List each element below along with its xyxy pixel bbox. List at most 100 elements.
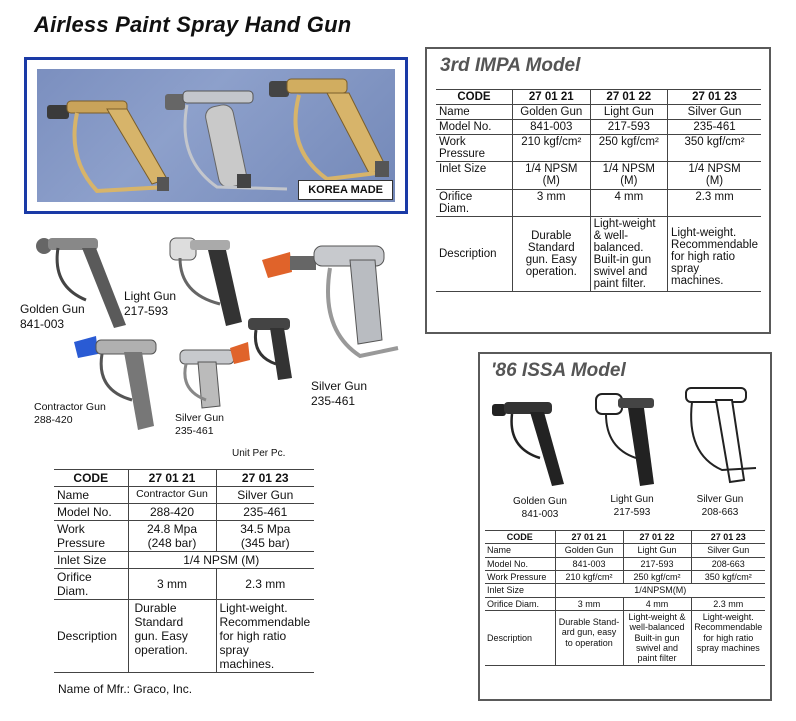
row-label-line: Work	[57, 522, 85, 536]
row-label: Model No.	[54, 503, 129, 521]
row-label: Model No.	[485, 556, 556, 571]
desc-line: Built-in gun	[634, 632, 680, 643]
contractor-spec-table: CODE 27 01 21 27 01 23 Name Contractor G…	[54, 469, 314, 673]
cell-line: 34.5 Mpa	[240, 522, 291, 536]
desc-line: for high ratio spray	[219, 629, 287, 657]
desc-line: well-balanced	[629, 622, 685, 633]
cell: Light Gun	[623, 543, 692, 558]
silver-gun-big-illustration	[262, 245, 399, 359]
desc-line: Built-in gun	[593, 254, 652, 266]
desc-line: Durable	[531, 230, 572, 242]
row-label: Name	[485, 543, 556, 558]
cell: 3 mm	[128, 568, 217, 600]
caption-name: Silver Gun	[696, 494, 744, 505]
cell: Silver Gun	[667, 104, 761, 120]
row-label: Name	[54, 486, 129, 504]
impa-spec-table: CODE 27 01 21 27 01 22 27 01 23 Name Gol…	[436, 89, 761, 292]
cell: 250 kgf/cm²	[623, 570, 692, 584]
contractor-gun-illustration	[74, 336, 157, 430]
header-col3: 27 01 23	[667, 89, 761, 105]
desc-line: to operation	[565, 637, 613, 648]
cell-line: 1/4 NPSM	[525, 163, 578, 175]
caption-model: 217-593	[613, 506, 651, 518]
cell: Silver Gun	[691, 543, 765, 558]
page-title: Airless Paint Spray Hand Gun	[34, 12, 352, 37]
row-label: Description	[54, 599, 129, 673]
desc-line: gun. Easy	[525, 254, 577, 266]
row-label-line: Orifice	[439, 191, 473, 203]
desc-line: operation.	[525, 266, 577, 278]
row-label: Description	[485, 610, 556, 666]
light-gun-label: Light Gun 217-593	[124, 289, 176, 319]
korea-made-badge: KOREA MADE	[298, 180, 393, 200]
contractor-gun-name: Contractor Gun	[34, 401, 106, 413]
cell-line: 1/4 NPSM	[688, 163, 741, 175]
desc-line: balanced.	[593, 242, 644, 254]
row-label: Name	[436, 104, 513, 120]
cell: 1/4NPSM(M)	[555, 583, 765, 598]
photo-silver-gun-middle	[165, 90, 288, 191]
cell: 1/4 NPSM(M)	[590, 161, 669, 190]
table-row: Name Contractor Gun Silver Gun	[54, 486, 314, 504]
issa-light-caption: Light Gun 217-593	[592, 494, 672, 519]
dark-gun-illustration	[248, 318, 292, 380]
cell: Light-weight& well-balanced.Built-in gun…	[590, 216, 669, 292]
row-label-line: Work	[439, 136, 466, 148]
row-label-line: Pressure	[439, 148, 486, 160]
desc-line: for high ratio	[703, 632, 754, 643]
contractor-gun-label: Contractor Gun 288-420	[34, 401, 106, 427]
cell: 2.3 mm	[216, 568, 314, 600]
desc-line: Recommendable	[694, 622, 763, 633]
caption-name: Light Gun	[610, 494, 654, 505]
issa-golden-gun	[492, 402, 564, 486]
header-col2: 27 01 22	[623, 529, 692, 544]
desc-line: ard gun, easy	[561, 627, 617, 638]
desc-line: machines.	[219, 657, 275, 671]
row-label: Orifice Diam.	[485, 596, 556, 611]
golden-gun-name: Golden Gun	[20, 302, 85, 316]
table-row: Orifice Diam. 3 mm 4 mm 2.3 mm	[485, 596, 765, 611]
table-row: CODE 27 01 21 27 01 23	[54, 469, 314, 487]
table-row: CODE 27 01 21 27 01 22 27 01 23	[485, 529, 765, 544]
silver-gun-small-illustration	[179, 342, 250, 409]
desc-line: spray machines	[696, 643, 760, 654]
silver-gun-big-label: Silver Gun 235-461	[311, 379, 367, 409]
desc-line: paint filter	[637, 653, 677, 664]
cell: 4 mm	[623, 596, 692, 611]
golden-gun-model: 841-003	[20, 317, 65, 331]
cell: Golden Gun	[512, 104, 591, 120]
desc-line: swivel and	[593, 266, 648, 278]
table-row: CODE 27 01 21 27 01 22 27 01 23	[436, 89, 761, 105]
guns-illustration-group	[36, 237, 399, 430]
golden-gun-label: Golden Gun 841-003	[20, 302, 85, 332]
desc-line: machines.	[671, 275, 724, 287]
light-gun-illustration	[169, 237, 242, 326]
desc-line: & well-	[593, 230, 629, 242]
issa-spec-table: CODE 27 01 21 27 01 22 27 01 23 Name Gol…	[485, 529, 765, 666]
row-label-line: Diam.	[439, 203, 470, 215]
desc-line: for high ratio spray	[671, 251, 735, 275]
cell: 350 kgf/cm²	[667, 134, 761, 162]
cell-line: (M)	[620, 175, 638, 187]
issa-model-panel: '86 ISSA Model Golden Gun 841-003 Light …	[478, 352, 772, 701]
desc-line: Durable	[134, 601, 177, 615]
row-label: Inlet Size	[485, 583, 556, 598]
caption-name: Golden Gun	[513, 496, 567, 507]
table-row: Work Pressure 210 kgf/cm² 250 kgf/cm² 35…	[485, 570, 765, 584]
table-row: Model No. 841-003 217-593 235-461	[436, 119, 761, 135]
desc-line: gun. Easy	[134, 629, 188, 643]
issa-silver-caption: Silver Gun 208-663	[680, 494, 760, 519]
cell: 208-663	[691, 556, 765, 571]
cell: 235-461	[667, 119, 761, 135]
row-label: Inlet Size	[436, 161, 513, 190]
desc-line: swivel and	[635, 643, 679, 654]
header-col1: 27 01 21	[555, 529, 624, 544]
manufacturer-note: Name of Mfr.: Graco, Inc.	[58, 682, 193, 696]
light-gun-model: 217-593	[124, 304, 169, 318]
